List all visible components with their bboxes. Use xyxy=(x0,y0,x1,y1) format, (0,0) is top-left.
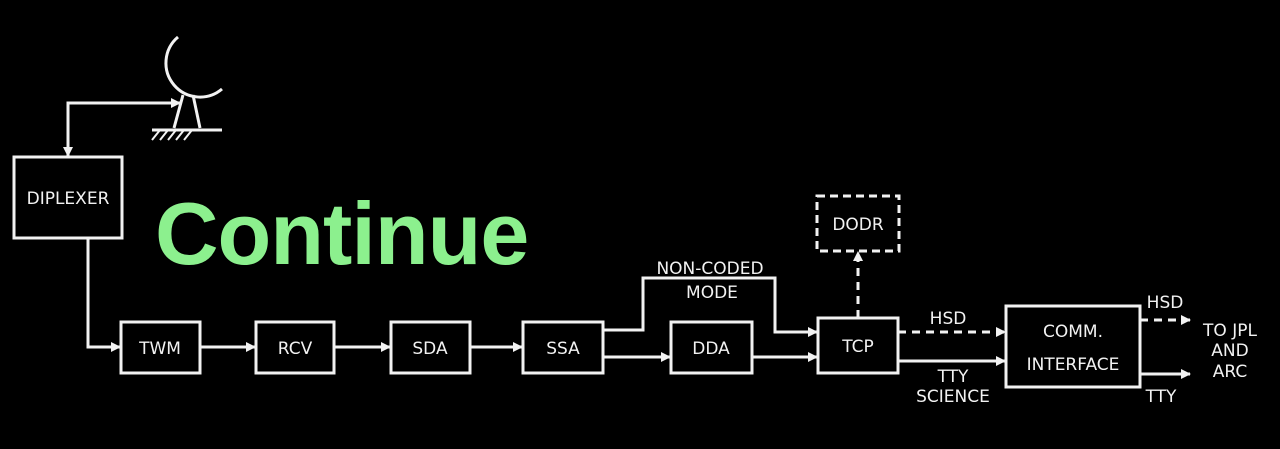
dodr-label: DODR xyxy=(832,215,884,235)
dodr-box xyxy=(815,194,901,253)
science-label: SCIENCE xyxy=(916,387,990,407)
tcp-label: TCP xyxy=(841,337,874,357)
diplexer-box xyxy=(12,155,124,240)
dda-label: DDA xyxy=(692,339,730,359)
diplexer-label: DIPLEXER xyxy=(27,189,110,209)
sda-label: SDA xyxy=(412,339,448,359)
dda-box xyxy=(669,320,754,375)
destination-line2: AND xyxy=(1211,341,1248,361)
tty-out-label: TTY xyxy=(1145,387,1177,407)
non-coded-label: NON-CODED xyxy=(656,259,763,279)
ssa-label: SSA xyxy=(546,339,580,359)
comm-interface-box xyxy=(1004,304,1142,389)
antenna-dish-icon xyxy=(151,35,223,141)
hsd-in-label: HSD xyxy=(930,309,967,329)
twm-label: TWM xyxy=(138,339,181,359)
comm-label-line2: INTERFACE xyxy=(1027,355,1120,375)
rcv-label: RCV xyxy=(278,339,313,359)
continue-button[interactable]: Continue xyxy=(155,184,529,283)
ssa-box xyxy=(521,320,605,375)
destination-line1: TO JPL xyxy=(1202,321,1257,341)
destination-line3: ARC xyxy=(1213,362,1247,382)
comm-label-line1: COMM. xyxy=(1043,322,1103,342)
mode-label: MODE xyxy=(686,283,738,303)
tty-in-label: TTY xyxy=(937,367,969,387)
hsd-out-label: HSD xyxy=(1147,293,1184,313)
